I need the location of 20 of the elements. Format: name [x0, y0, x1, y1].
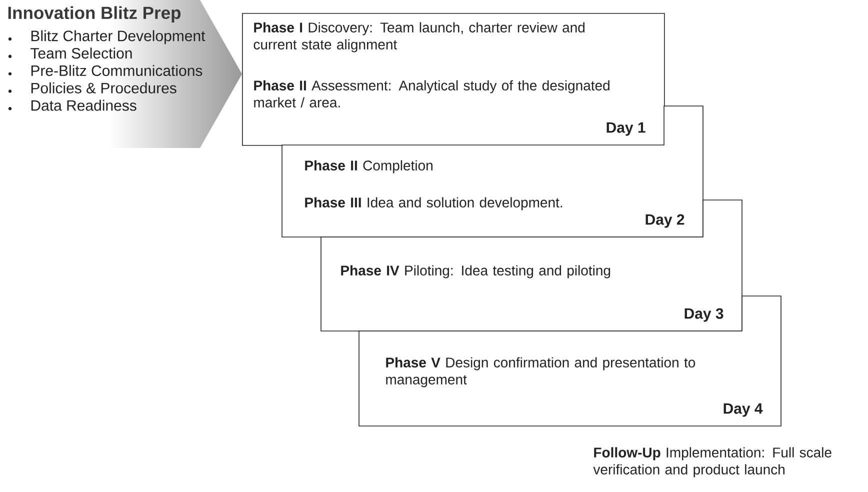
- phase-card: [358, 296, 782, 426]
- list-item: Team Selection: [30, 48, 132, 59]
- phase-card: [242, 13, 665, 146]
- day-label: Day 2: [646, 214, 684, 228]
- list-item: Blitz Charter Development: [31, 30, 206, 44]
- list-item: Policies & Procedures: [31, 82, 176, 94]
- list-item: Pre-Blitz Communications: [31, 65, 202, 76]
- day-label: Day 4: [724, 403, 763, 417]
- phase-text: Phase II Assessment: Analytical study of the designated market / area.: [254, 80, 610, 108]
- phase-text: Phase I Discovery: Team launch, charter review and current state alignment: [254, 22, 584, 52]
- phase-text: Phase II Completion: [305, 160, 432, 174]
- phase-card: [282, 106, 704, 238]
- phase-text: Phase V Design confirmation and presentation to management: [386, 357, 696, 388]
- phase-text: Phase III Idea and solution development.: [305, 197, 562, 210]
- day-label: Day 1: [606, 122, 646, 136]
- phase-text: Phase IV Piloting: Idea testing and piloting: [341, 265, 610, 278]
- list-item: Data Readiness: [31, 100, 136, 111]
- day-label: Day 3: [684, 308, 724, 322]
- note-text: Follow-Up Implementation: Full scale verification and product launch: [593, 447, 832, 478]
- heading: Innovation Blitz Prep: [8, 6, 181, 23]
